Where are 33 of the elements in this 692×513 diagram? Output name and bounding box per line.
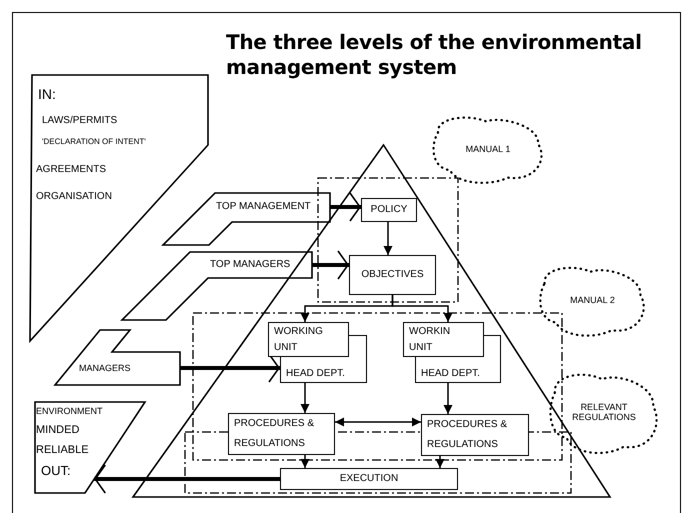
arrow [300,455,310,468]
process-box: PROCEDURES & REGULATIONS [228,413,335,455]
cloud-label: RELEVANT REGULATIONS [571,403,637,423]
node-label: TOP MANAGERS [210,259,290,270]
node-label: RELIABLE [36,444,89,456]
node-label: IN: [38,87,56,102]
arrow [444,383,452,414]
node-label: MANAGERS [79,364,131,374]
process-box: PROCEDURES & REGULATIONS [421,414,529,456]
cloud-label: MANUAL 1 [464,144,512,154]
arrow [436,456,444,468]
process-box: OBJECTIVES [349,255,436,295]
process-box: POLICY [361,198,417,222]
node-label: AGREEMENTS [36,164,106,175]
band-arrow [312,250,349,280]
node-label: TOP MANAGEMENT [216,201,311,212]
node-label: ORGANISATION [36,191,112,202]
double-arrow [335,418,421,426]
diagram-title: The three levels of the environmental management system [226,30,643,80]
arrow [300,383,310,413]
node-label: 'DECLARATION OF INTENT' [42,138,146,147]
arrow [392,295,452,322]
node-label: LAWS/PERMITS [42,115,118,126]
node-label: ENVIRONMENT [36,407,103,417]
process-box: EXECUTION [280,468,458,490]
band-arrow [94,464,280,494]
cloud-label: MANUAL 2 [569,296,616,306]
unit-box: WORKING UNIT [268,322,349,357]
node-label: OUT: [41,464,71,478]
arrow [384,222,392,255]
unit-box: WORKIN UNIT [403,322,484,357]
node-label: MINDED [36,424,80,436]
band-arrow [330,192,361,222]
